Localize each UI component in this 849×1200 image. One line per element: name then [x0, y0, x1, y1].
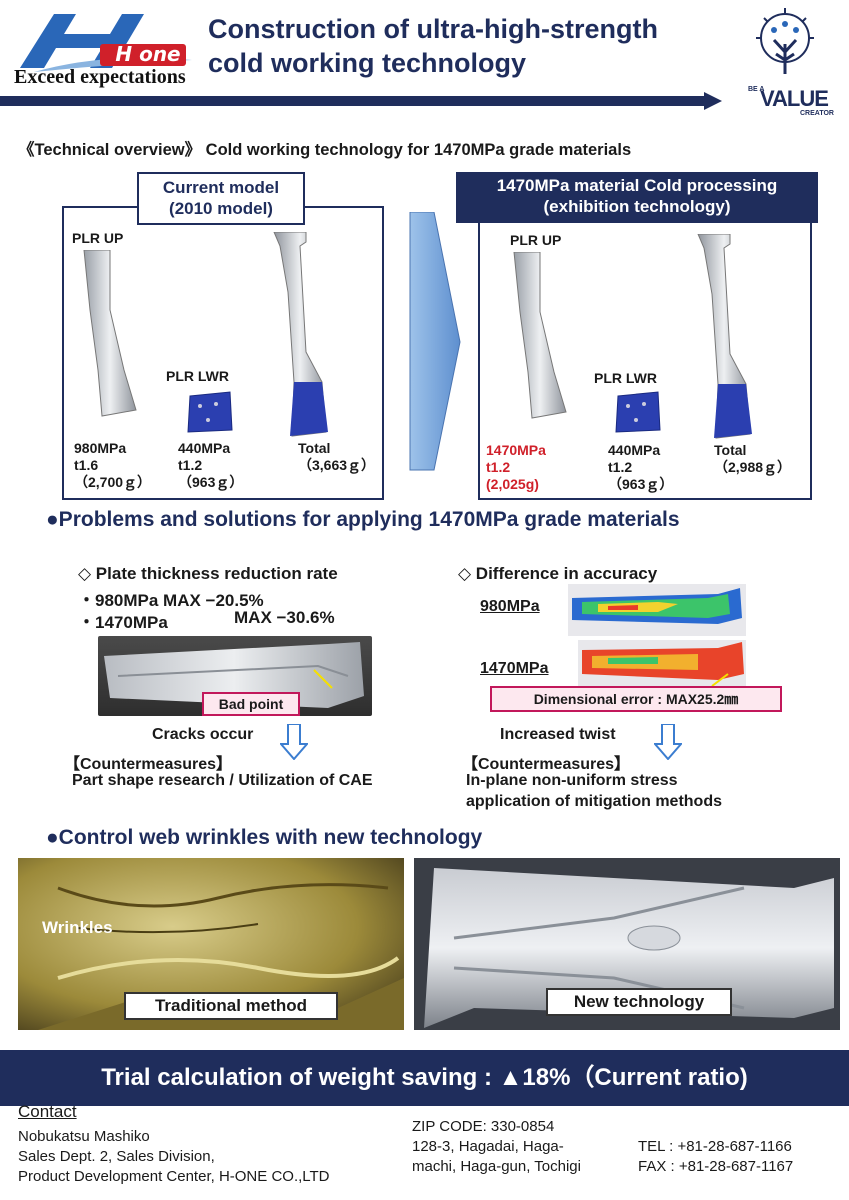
exhibition-total: Total （2,988ｇ）: [714, 442, 792, 475]
countermeasures-left-text: Part shape research / Utilization of CAE: [72, 772, 373, 789]
countermeasures-right: 【Countermeasures】: [462, 756, 631, 773]
thickness-1470: ・1470MPa: [78, 613, 168, 632]
contact-zip: ZIP CODE: 330-0854: [412, 1118, 555, 1135]
pillar-lower-1470-image: [615, 391, 661, 433]
thickness-1470-max: MAX −30.6%: [234, 608, 335, 627]
exhibition-title-line1: 1470MPa material Cold processing: [496, 176, 778, 195]
badge-value: VALUE: [760, 86, 829, 111]
wrinkles-heading: ●Control web wrinkles with new technolog…: [46, 826, 483, 849]
countermeasures-left: 【Countermeasures】: [64, 756, 233, 773]
problems-heading: ●Problems and solutions for applying 147…: [46, 508, 680, 531]
h-one-logo: [20, 14, 192, 72]
badge-be-a: BE A: [748, 86, 765, 93]
contact-dept: Sales Dept. 2, Sales Division,: [18, 1148, 215, 1165]
exhibition-lwr-spec: 440MPa t1.2 （963ｇ）: [608, 442, 674, 492]
contact-heading: Contact: [18, 1102, 77, 1121]
contact-center: Product Development Center, H-ONE CO.,LT…: [18, 1168, 330, 1185]
logo-text: H one: [115, 42, 181, 66]
overview-heading: 《Technical overview》 Cold working techno…: [18, 141, 632, 159]
current-lwr-spec: 440MPa t1.2 （963ｇ）: [178, 440, 244, 490]
weight-saving-text: Trial calculation of weight saving : ▲18…: [101, 1064, 748, 1091]
current-total: Total （3,663ｇ）: [298, 440, 376, 473]
increased-twist: Increased twist: [500, 726, 616, 743]
thickness-980: ・980MPa MAX −20.5%: [78, 591, 264, 610]
contact-addr1: 128-3, Hagadai, Haga-: [412, 1138, 564, 1155]
new-technology-caption: New technology: [546, 988, 732, 1016]
label-980: 980MPa: [480, 598, 540, 615]
cae-980-image: [568, 584, 746, 636]
exhibition-title: 1470MPa material Cold processing (exhibi…: [456, 172, 818, 223]
exhibition-title-line2: (exhibition technology): [543, 197, 731, 216]
exhibition-up-spec: 1470MPa t1.2 (2,025g): [486, 442, 546, 492]
header: H one Exceed expectations Construction o…: [0, 0, 849, 120]
crack-part-photo: [98, 636, 372, 716]
current-title-line1: Current model: [162, 178, 280, 197]
bad-point-label: Bad point: [202, 692, 300, 716]
contact-addr2: machi, Haga-gun, Tochigi: [412, 1158, 581, 1175]
countermeasures-right-text1: In-plane non-uniform stress: [466, 772, 678, 789]
current-title-line2: (2010 model): [169, 199, 273, 218]
current-plr-lwr-label: PLR LWR: [166, 368, 229, 384]
cracks-occur: Cracks occur: [152, 726, 254, 743]
label-1470: 1470MPa: [480, 660, 549, 677]
exhibition-plr-lwr-label: PLR LWR: [594, 370, 657, 386]
weight-saving-banner: Trial calculation of weight saving : ▲18…: [0, 1050, 849, 1106]
transition-arrow: [409, 212, 461, 471]
header-arrow-bar: [0, 92, 722, 110]
down-arrow-right: [654, 724, 682, 760]
pillar-upper-image: [83, 250, 137, 417]
pillar-upper-1470-image: [513, 252, 567, 419]
wrinkles-label: Wrinkles: [42, 918, 113, 937]
exhibition-plr-up-label: PLR UP: [510, 232, 562, 248]
contact-name: Nobukatsu Mashiko: [18, 1128, 150, 1145]
down-arrow-left: [280, 724, 308, 760]
contact-fax: FAX : +81-28-687-1167: [638, 1158, 794, 1175]
page-title-line1: Construction of ultra-high-strength: [208, 14, 658, 44]
dimensional-error-label: Dimensional error : MAX25.2㎜: [490, 686, 782, 712]
total-assembly-1470-image: [697, 234, 752, 439]
accuracy-title: ◇ Difference in accuracy: [458, 564, 658, 583]
page-title-line2: cold working technology: [208, 48, 527, 78]
contact-tel[interactable]: TEL : +81-28-687-1166: [638, 1138, 792, 1155]
traditional-method-caption: Traditional method: [124, 992, 338, 1020]
tagline: Exceed expectations: [14, 66, 186, 88]
pillar-lower-image: [187, 391, 233, 433]
current-plr-up-label: PLR UP: [72, 230, 124, 246]
current-up-spec: 980MPa t1.6 （2,700ｇ）: [74, 440, 152, 490]
cae-1470-image: [578, 640, 746, 686]
countermeasures-right-text2: application of mitigation methods: [466, 793, 722, 810]
tree-icon: [756, 8, 814, 74]
total-assembly-image: [273, 232, 328, 437]
thickness-title: ◇ Plate thickness reduction rate: [78, 564, 338, 583]
badge-creator: CREATOR: [800, 110, 834, 117]
current-model-title: Current model (2010 model): [137, 172, 305, 225]
